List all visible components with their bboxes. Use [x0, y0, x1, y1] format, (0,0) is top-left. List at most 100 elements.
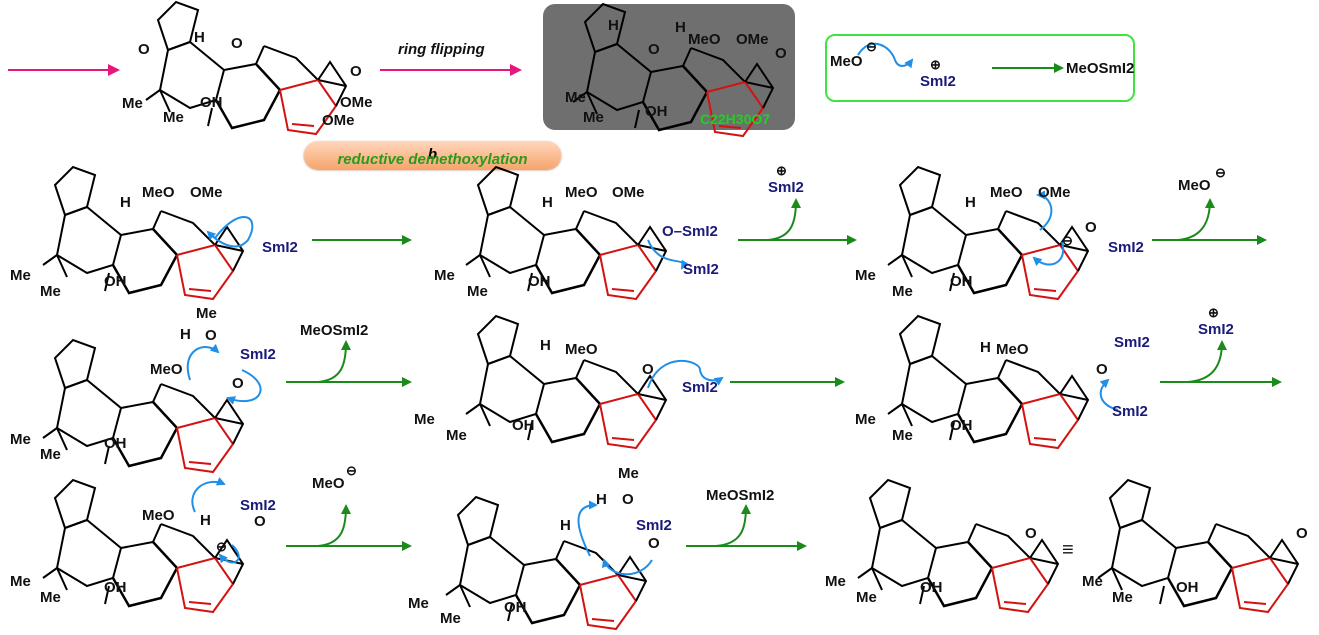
- r2b-methyl: Me: [467, 283, 488, 300]
- r2b-o-samarium-text: SmI2: [682, 223, 718, 240]
- r2c-oxygen: O: [1085, 219, 1097, 236]
- r3c-samarium-2: SmI2: [1112, 403, 1148, 420]
- r4d-methyl: Me: [1112, 589, 1133, 606]
- box-gem-methyl: Me: [565, 89, 586, 106]
- box-hydrogen: H: [608, 17, 619, 34]
- banner-suffix: b: [427, 146, 438, 163]
- r4b-gem-methyl: Me: [408, 595, 429, 612]
- r3b-samarium: SmI2: [682, 379, 718, 396]
- equivalence-symbol: ≡: [1062, 539, 1074, 561]
- methoxy-samarium-product: MeOSmI2: [1066, 60, 1135, 77]
- r4a-hydroxyl: OH: [104, 579, 127, 596]
- r2a-methoxy: MeO: [142, 184, 175, 201]
- r2c-samarium: SmI2: [1108, 239, 1144, 256]
- r3b-methoxy: MeO: [565, 341, 598, 358]
- r2c-hydrogen: H: [965, 194, 976, 211]
- r2b-methoxy: MeO: [565, 184, 598, 201]
- molecular-formula: C22H30O7: [700, 111, 771, 127]
- box-methyl: Me: [583, 109, 604, 126]
- r4a-gem-methyl: Me: [10, 573, 31, 590]
- r3a-methyl: Me: [40, 446, 61, 463]
- r4-negative-charge-icon: ⊖: [346, 463, 357, 478]
- reductive-demethoxylation-banner: reductive demethoxylation b: [304, 141, 561, 169]
- r3c-methyl: Me: [892, 427, 913, 444]
- r4c-ketone-oxygen: O: [1025, 525, 1037, 542]
- r2a-hydroxyl: OH: [104, 273, 127, 290]
- enone-oxygen: O: [350, 63, 362, 80]
- r3c-samarium: SmI2: [1114, 334, 1150, 351]
- r3c-hydroxyl: OH: [950, 417, 973, 434]
- methoxide-capture-box: [825, 34, 1135, 102]
- samarium-reagent: SmI2: [920, 73, 956, 90]
- r4-methoxy-samarium: MeOSmI2: [706, 487, 775, 504]
- r4d-ketone-oxygen: O: [1296, 525, 1308, 542]
- box-hydroxyl: OH: [645, 103, 668, 120]
- r3a-methyl-top: Me: [196, 305, 217, 322]
- positive-charge-icon: ⊕: [930, 57, 941, 72]
- r3b-gem-methyl: Me: [414, 411, 435, 428]
- r2c-gem-methyl: Me: [855, 267, 876, 284]
- r2c-negative-charge-icon: ⊖: [1062, 233, 1073, 248]
- r4a-hydrogen: H: [200, 512, 211, 529]
- r4b-hydroxyl: OH: [504, 599, 527, 616]
- r3a-hydrogen: H: [180, 326, 191, 343]
- r4a-negative-charge-icon: ⊖: [216, 539, 227, 554]
- r3b-hydrogen: H: [540, 337, 551, 354]
- gem-methyl: Me: [122, 95, 143, 112]
- r3-samarium-cation: SmI2: [1198, 321, 1234, 338]
- r3b-methyl: Me: [446, 427, 467, 444]
- dioxolane-oxygen: O: [138, 41, 150, 58]
- r4b-oxygen: O: [648, 535, 660, 552]
- r2a-methoxy-2: OMe: [190, 184, 223, 201]
- r4b-methanol-oxygen: O: [622, 491, 634, 508]
- r3a-gem-methyl: Me: [10, 431, 31, 448]
- r4a-methoxy: MeO: [142, 507, 175, 524]
- r4b-methyl: Me: [440, 610, 461, 627]
- ring-flipping-label: ring flipping: [398, 41, 485, 58]
- hydroxyl: OH: [200, 94, 223, 111]
- r4d-gem-methyl: Me: [1082, 573, 1103, 590]
- methoxy-2: OMe: [322, 112, 355, 129]
- r2b-samarium: SmI2: [683, 261, 719, 278]
- r3a-hydroxyl: OH: [104, 435, 127, 452]
- box-hydrogen-2: H: [675, 19, 686, 36]
- r2-samarium-cation: SmI2: [768, 179, 804, 196]
- r3b-hydroxyl: OH: [512, 417, 535, 434]
- r2b-hydroxyl: OH: [528, 273, 551, 290]
- r3b-oxygen: O: [642, 361, 654, 378]
- r4d-hydroxyl: OH: [1176, 579, 1199, 596]
- methyl: Me: [163, 109, 184, 126]
- r2a-hydrogen: H: [120, 194, 131, 211]
- r2-negative-charge-icon: ⊖: [1215, 165, 1226, 180]
- r3-positive-charge-icon: ⊕: [1208, 305, 1219, 320]
- r2a-methyl: Me: [40, 283, 61, 300]
- r3c-oxygen: O: [1096, 361, 1108, 378]
- r2b-methoxy-2: OMe: [612, 184, 645, 201]
- banner-text: reductive demethoxylation: [337, 151, 528, 168]
- r2-methoxide: MeO: [1178, 177, 1211, 194]
- r4c-gem-methyl: Me: [825, 573, 846, 590]
- r4a-methyl: Me: [40, 589, 61, 606]
- r4-methoxide: MeO: [312, 475, 345, 492]
- r4c-methyl: Me: [856, 589, 877, 606]
- negative-charge-icon: ⊖: [866, 39, 877, 54]
- r2c-methoxy: MeO: [990, 184, 1023, 201]
- box-ketone-oxygen: O: [648, 41, 660, 58]
- r2b-o-samarium: O–SmI2: [662, 223, 718, 240]
- r3-methoxy-samarium: MeOSmI2: [300, 322, 369, 339]
- r3c-methoxy: MeO: [996, 341, 1029, 358]
- r4a-oxygen: O: [254, 513, 266, 530]
- r3a-samarium: SmI2: [240, 346, 276, 363]
- ketone-oxygen: O: [231, 35, 243, 52]
- r3a-oxygen-2: O: [232, 375, 244, 392]
- box-methoxy-1: MeO: [688, 31, 721, 48]
- r4b-hydrogen: H: [560, 517, 571, 534]
- r4a-samarium: SmI2: [240, 497, 276, 514]
- r2b-gem-methyl: Me: [434, 267, 455, 284]
- r2c-methoxy-2: OMe: [1038, 184, 1071, 201]
- r2c-hydroxyl: OH: [950, 273, 973, 290]
- r3c-hydrogen: H: [980, 339, 991, 356]
- box-ketone-oxygen-2: O: [775, 45, 787, 62]
